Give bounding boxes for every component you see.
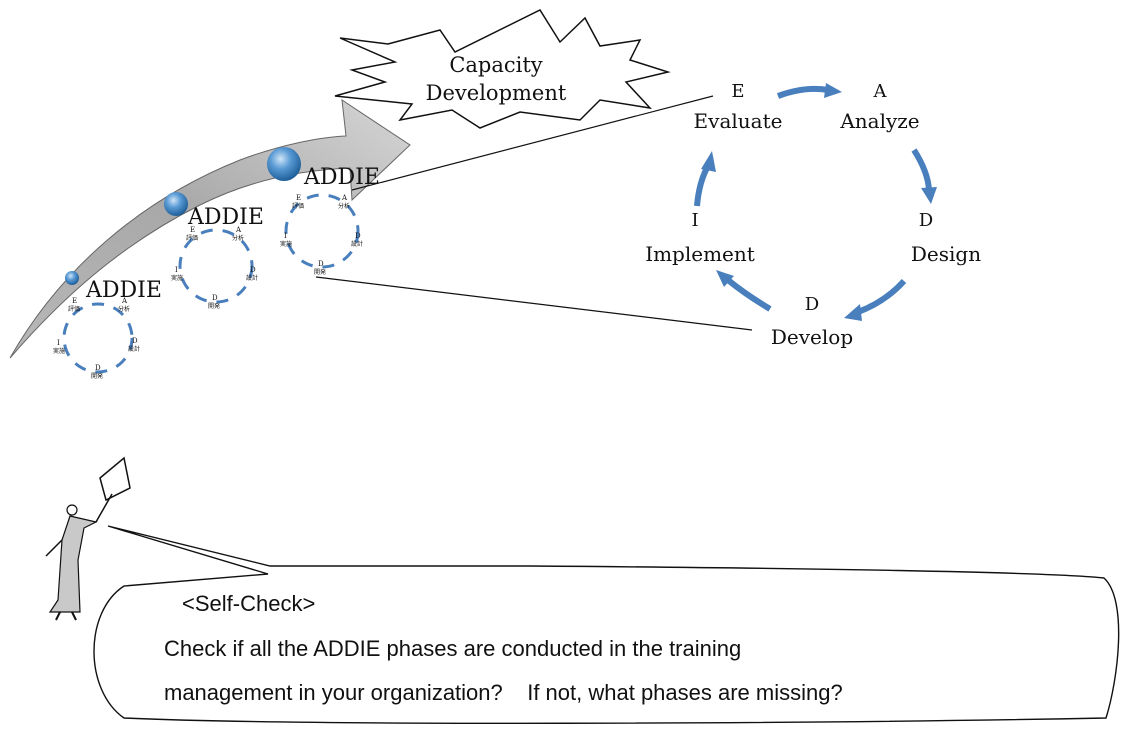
svg-text:I: I	[57, 339, 60, 347]
svg-text:分析: 分析	[232, 234, 244, 242]
evaluate-label: Evaluate	[694, 109, 783, 133]
svg-text:開発: 開発	[314, 268, 326, 276]
cycle-arrow-analyze-to-design	[911, 148, 937, 204]
svg-text:E: E	[296, 194, 301, 202]
callout-title: <Self-Check>	[182, 591, 315, 616]
implement-label: Implement	[645, 242, 755, 266]
zoom-connector-lines	[315, 95, 753, 331]
implement-letter: I	[691, 210, 698, 231]
burst-line-1: Capacity	[449, 53, 542, 77]
analyze-letter: A	[873, 81, 888, 102]
svg-text:E: E	[72, 297, 77, 305]
svg-text:A: A	[121, 297, 128, 305]
growth-sphere-large	[267, 147, 301, 181]
cycle-arrow-evaluate-to-analyze	[776, 83, 842, 99]
svg-text:設計: 設計	[128, 345, 140, 353]
cycle-arrow-develop-to-implement	[716, 270, 772, 312]
svg-text:I: I	[284, 232, 287, 240]
svg-text:E: E	[190, 226, 195, 234]
growth-sphere-small	[65, 271, 79, 285]
svg-text:評価: 評価	[292, 202, 304, 210]
svg-text:分析: 分析	[118, 305, 130, 313]
svg-text:D: D	[95, 364, 101, 372]
self-check-callout: <Self-Check> Check if all the ADDIE phas…	[93, 525, 1120, 724]
small-addie-cycle-1: ADDIE E 評価 A 分析 I 実施 D 設計 D 開発	[53, 278, 162, 380]
design-label: Design	[911, 242, 981, 266]
svg-text:設計: 設計	[246, 274, 258, 282]
growth-sphere-medium	[164, 192, 188, 216]
small-addie-cycle-2: ADDIE E 評価 A 分析 I 実施 D 設計 D 開発	[171, 205, 264, 310]
person-figure	[45, 456, 131, 621]
capacity-development-burst: Capacity Development	[334, 9, 671, 129]
svg-text:分析: 分析	[338, 202, 350, 210]
svg-text:開発: 開発	[91, 372, 103, 380]
analyze-label: Analyze	[839, 109, 919, 133]
small-addie-cycle-3: ADDIE E 評価 A 分析 I 実施 D 設計 D 開発	[280, 165, 380, 276]
svg-text:D: D	[132, 337, 138, 345]
svg-text:評価: 評価	[68, 305, 80, 313]
design-letter: D	[919, 210, 933, 231]
svg-text:D: D	[212, 294, 218, 302]
svg-text:D: D	[355, 232, 361, 240]
svg-text:A: A	[341, 194, 348, 202]
evaluate-letter: E	[731, 81, 744, 102]
cycle-arrow-implement-to-evaluate	[694, 151, 716, 207]
develop-letter: D	[805, 294, 819, 315]
svg-text:評価: 評価	[186, 234, 198, 242]
develop-label: Develop	[771, 325, 853, 349]
svg-text:I: I	[175, 266, 178, 274]
addie-cycle-large: E Evaluate A Analyze D Design I Implemen…	[645, 81, 981, 349]
callout-line-1: Check if all the ADDIE phases are conduc…	[164, 636, 741, 661]
growth-arrow	[9, 98, 411, 359]
svg-text:A: A	[235, 226, 242, 234]
svg-text:開発: 開発	[208, 302, 220, 310]
svg-text:D: D	[318, 260, 324, 268]
callout-line-2: management in your organization? If not,…	[164, 680, 843, 705]
burst-line-2: Development	[426, 81, 567, 105]
cycle-arrow-design-to-develop	[844, 278, 907, 321]
svg-text:実施: 実施	[171, 274, 183, 282]
svg-text:実施: 実施	[280, 240, 292, 248]
addie-label-2: ADDIE	[187, 205, 264, 230]
svg-text:実施: 実施	[53, 347, 65, 355]
svg-text:設計: 設計	[351, 240, 363, 248]
svg-text:D: D	[250, 266, 256, 274]
addie-label-1: ADDIE	[85, 278, 162, 303]
